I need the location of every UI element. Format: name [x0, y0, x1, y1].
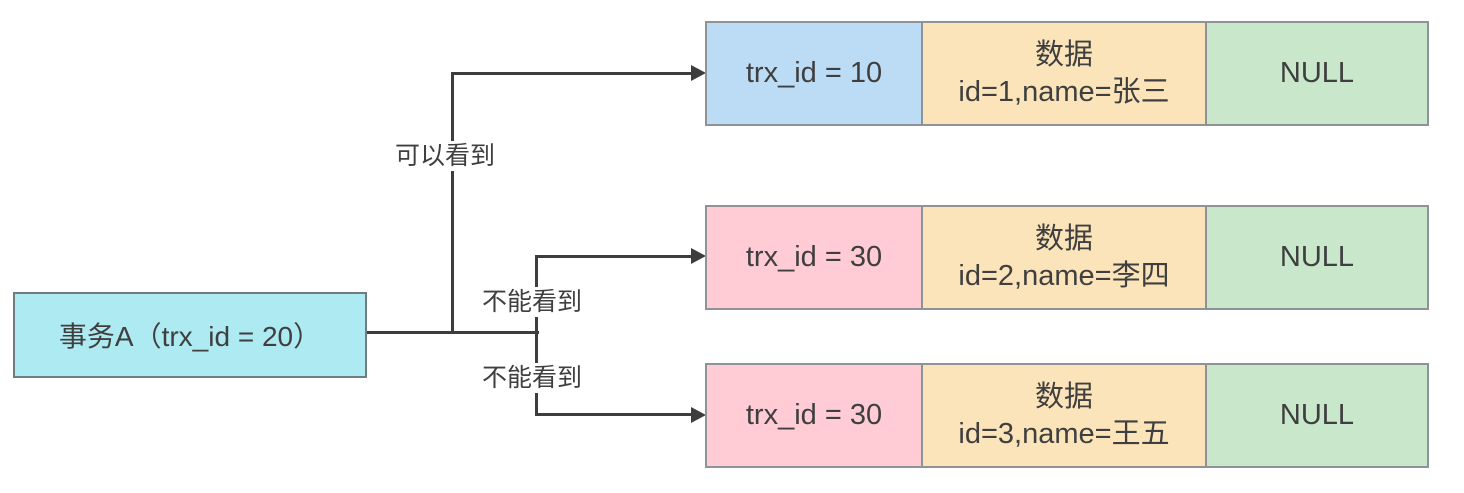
- edge-label-visible: 可以看到: [393, 141, 498, 171]
- roll-pointer-value: NULL: [1279, 241, 1355, 273]
- connector-branch1-vertical: [451, 72, 454, 334]
- trx-id-value: trx_id = 30: [745, 241, 883, 273]
- trx-id-cell: trx_id = 30: [705, 205, 923, 310]
- connector-arrow-row3-line: [535, 413, 693, 416]
- edge-label-invisible-1: 不能看到: [480, 287, 585, 317]
- transaction-box: 事务A（trx_id = 20）: [13, 292, 367, 378]
- data-cell: 数据 id=2,name=李四: [921, 205, 1207, 310]
- connector-arrow-row1-line: [451, 72, 693, 75]
- version-row: trx_id = 30 数据 id=3,name=王五 NULL: [705, 363, 1435, 468]
- roll-pointer-value: NULL: [1279, 57, 1355, 89]
- roll-pointer-cell: NULL: [1205, 21, 1429, 126]
- trx-id-value: trx_id = 30: [745, 399, 883, 431]
- data-value: id=1,name=张三: [958, 75, 1170, 108]
- trx-id-value: trx_id = 10: [745, 57, 883, 89]
- version-row: trx_id = 30 数据 id=2,name=李四 NULL: [705, 205, 1435, 310]
- roll-pointer-value: NULL: [1279, 399, 1355, 431]
- data-value: id=2,name=李四: [958, 259, 1170, 292]
- trx-id-cell: trx_id = 10: [705, 21, 923, 126]
- arrow-row1-head-icon: [691, 65, 706, 81]
- data-cell: 数据 id=1,name=张三: [921, 21, 1207, 126]
- edge-label-invisible-2: 不能看到: [480, 363, 585, 393]
- roll-pointer-cell: NULL: [1205, 205, 1429, 310]
- transaction-label: 事务A（trx_id = 20）: [58, 321, 322, 352]
- data-value: id=3,name=王五: [958, 417, 1170, 450]
- data-cell: 数据 id=3,name=王五: [921, 363, 1207, 468]
- data-title: 数据: [1034, 380, 1093, 413]
- arrow-row2-head-icon: [691, 248, 706, 264]
- version-row: trx_id = 10 数据 id=1,name=张三 NULL: [705, 21, 1435, 126]
- connector-branch2-vertical: [535, 255, 538, 416]
- trx-id-cell: trx_id = 30: [705, 363, 923, 468]
- data-title: 数据: [1034, 38, 1093, 71]
- roll-pointer-cell: NULL: [1205, 363, 1429, 468]
- connector-arrow-row2-line: [535, 255, 693, 258]
- arrow-row3-head-icon: [691, 407, 706, 423]
- data-title: 数据: [1034, 222, 1093, 255]
